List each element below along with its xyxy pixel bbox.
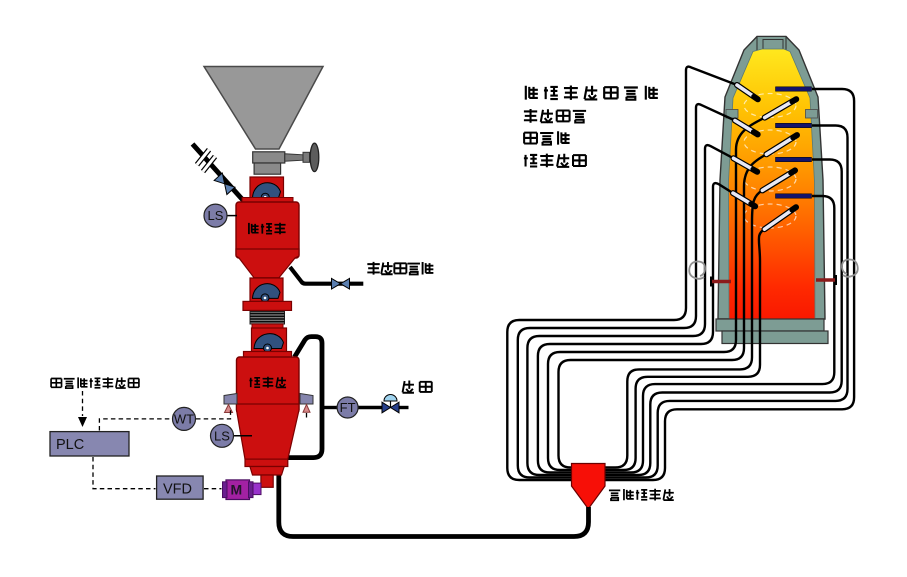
svg-text:WT: WT — [174, 411, 194, 426]
svg-text:PLC: PLC — [56, 437, 84, 453]
svg-text:LS: LS — [214, 428, 230, 443]
svg-text:LS: LS — [208, 208, 224, 223]
svg-text:VFD: VFD — [163, 482, 192, 498]
svg-text:M: M — [231, 482, 243, 498]
svg-text:FT: FT — [340, 400, 356, 415]
